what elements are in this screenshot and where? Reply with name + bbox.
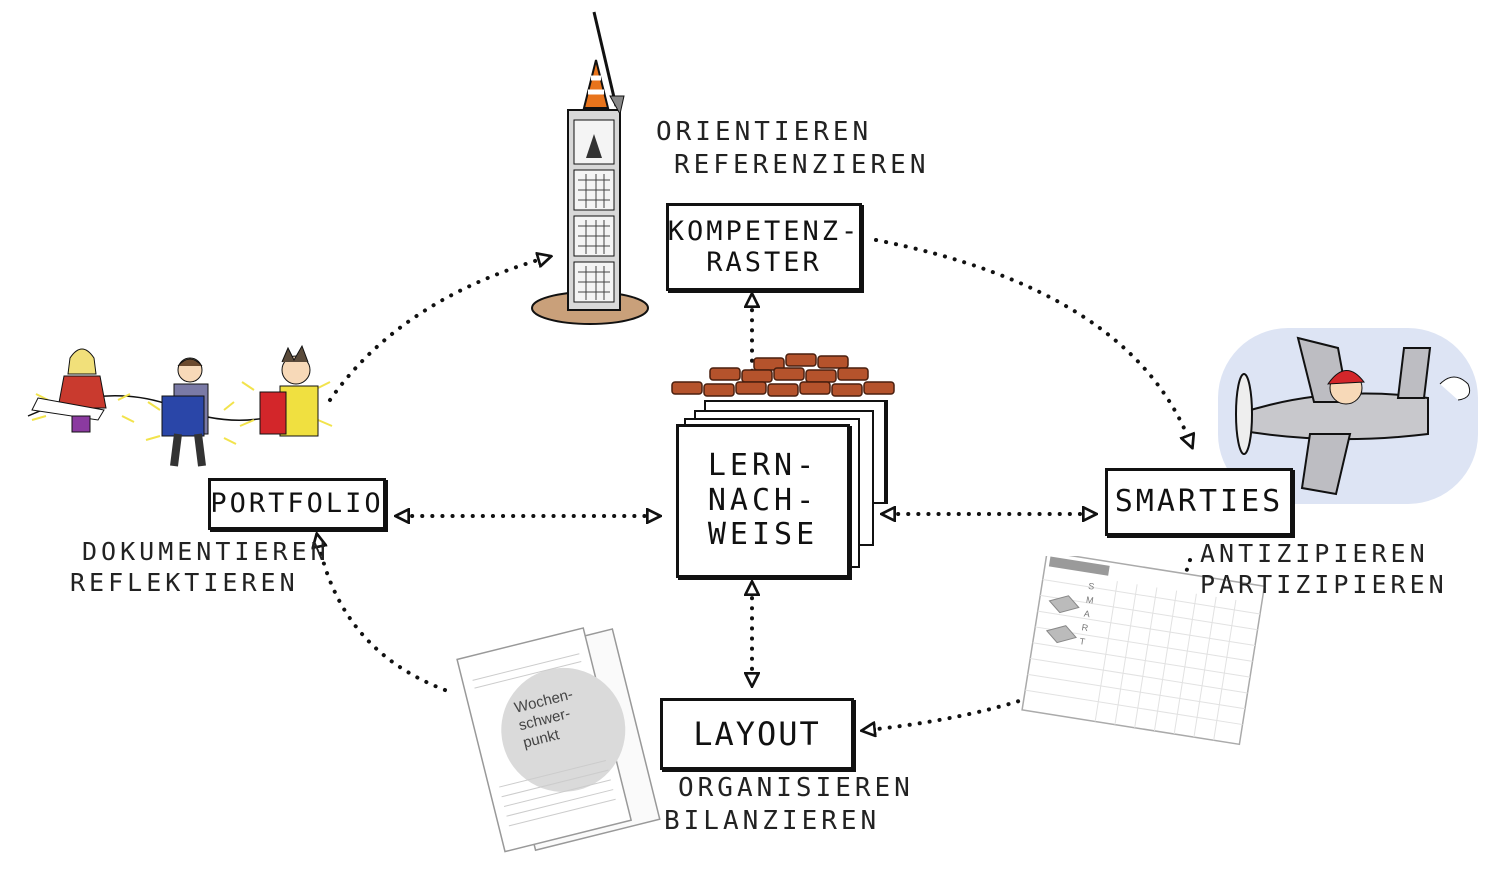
tower-illustration <box>531 11 649 325</box>
arrow-portfolio-kompetenz <box>328 258 545 402</box>
verb-referenzieren: REFERENZIEREN <box>674 149 930 180</box>
node-layout: LAYOUT <box>660 698 854 770</box>
verb-dokumentieren: DOKUMENTIEREN <box>82 537 330 566</box>
plane-illustration <box>1218 328 1478 504</box>
node-layout-label: LAYOUT <box>693 714 821 753</box>
node-portfolio-label: PORTFOLIO <box>210 488 384 520</box>
verbs-smarties: ANTIZIPIEREN PARTIZIPIEREN <box>1200 538 1448 601</box>
node-lern-line3: WEISE <box>707 517 819 553</box>
verbs-portfolio: DOKUMENTIEREN REFLEKTIEREN <box>70 536 330 599</box>
verbs-layout: ORGANISIEREN BILANZIEREN <box>664 772 914 837</box>
bricks <box>671 353 895 397</box>
verb-orientieren: ORIENTIEREN <box>656 117 873 147</box>
node-portfolio: PORTFOLIO <box>208 478 386 530</box>
verb-reflektieren: REFLEKTIEREN <box>70 568 299 598</box>
node-lern-line2: NACH- <box>707 482 819 518</box>
verb-antizipieren: ANTIZIPIEREN <box>1200 539 1429 568</box>
arrow-layout-portfolio <box>318 540 447 692</box>
node-kompetenzraster: KOMPETENZ- RASTER <box>666 203 862 291</box>
smart-letter-a: A <box>1083 608 1091 619</box>
verbs-kompetenzraster: ORIENTIEREN REFERENZIEREN <box>656 116 930 181</box>
verb-organisieren: ORGANISIEREN <box>678 773 914 803</box>
worksheet-illustration: Wochen- schwer- punkt <box>456 627 661 853</box>
smart-letter-m: M <box>1085 595 1094 606</box>
verb-partizipieren: PARTIZIPIEREN <box>1200 570 1448 600</box>
node-smarties-label: SMARTIES <box>1114 483 1284 519</box>
node-lernnachweise: LERN- NACH- WEISE <box>676 424 850 578</box>
node-kompetenzraster-line2: RASTER <box>706 247 822 278</box>
node-kompetenzraster-line1: KOMPETENZ- <box>667 215 861 247</box>
smart-sheet-illustration: S M A R T <box>1021 556 1266 746</box>
verb-bilanzieren: BILANZIEREN <box>664 805 881 836</box>
node-smarties: SMARTIES <box>1105 468 1293 536</box>
smart-letter-t: T <box>1079 636 1086 647</box>
people-illustration <box>27 344 333 467</box>
node-lern-line1: LERN- <box>707 448 819 484</box>
smart-letter-r: R <box>1081 622 1089 633</box>
arrow-kompetenz-smarties <box>874 238 1190 442</box>
smart-letter-s: S <box>1088 581 1096 592</box>
